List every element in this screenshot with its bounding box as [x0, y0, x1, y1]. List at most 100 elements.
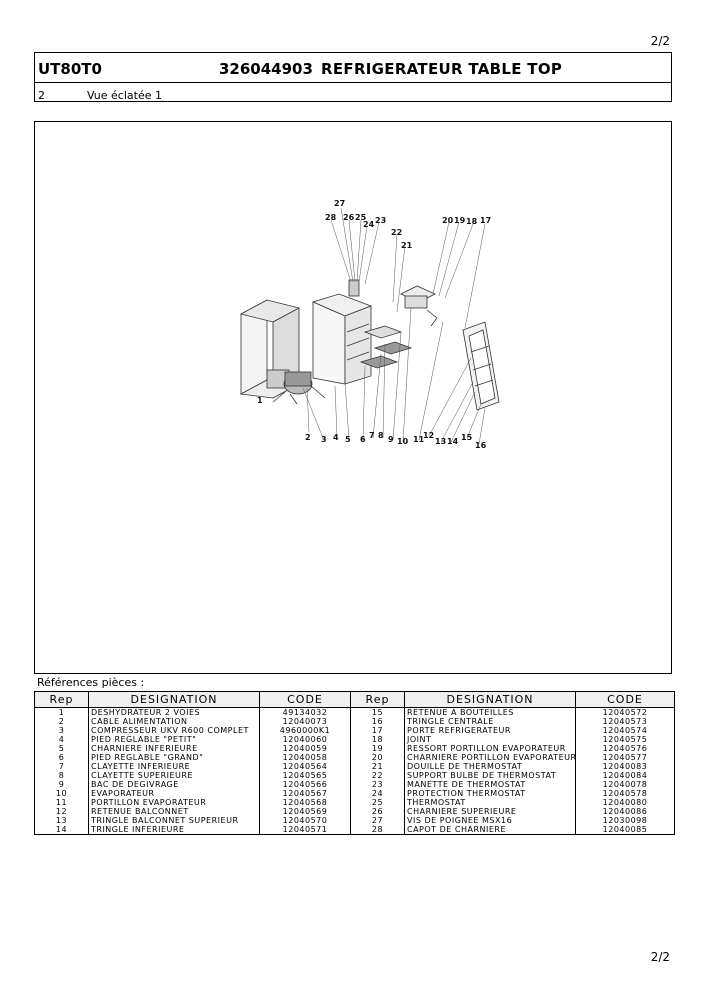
cell-designation: TRINGLE BALCONNET SUPERIEUR [88, 816, 260, 825]
cell-rep: 14 [34, 825, 89, 835]
cell-code: 12040078 [575, 780, 675, 789]
cell-code: 12040577 [575, 753, 675, 762]
col-header-code: CODE [575, 691, 675, 708]
cell-code: 12040567 [259, 789, 351, 798]
cell-code: 12040083 [575, 762, 675, 771]
exploded-view-drawing: 27 28 26 25 24 23 20 19 18 17 22 21 1 2 … [239, 199, 500, 450]
cell-code: 12040086 [575, 807, 675, 816]
callout-20: 20 [442, 216, 454, 225]
cell-designation: COMPRESSEUR UKV R600 COMPLET [88, 726, 260, 735]
cell-code: 12040060 [259, 735, 351, 744]
cell-code: 49134032 [259, 707, 351, 717]
cell-designation: THERMOSTAT [404, 798, 576, 807]
view-name: Vue éclatée 1 [87, 89, 162, 102]
callout-7: 7 [369, 431, 375, 440]
callout-3: 3 [321, 435, 327, 444]
cell-code: 12040569 [259, 807, 351, 816]
cell-rep: 16 [350, 717, 405, 726]
cell-code: 12040084 [575, 771, 675, 780]
cell-designation: CHARNIERE SUPERIEURE [404, 807, 576, 816]
cell-designation: CLAYETTE INFERIEURE [88, 762, 260, 771]
cell-code: 12040080 [575, 798, 675, 807]
cell-designation: BAC DE DEGIVRAGE [88, 780, 260, 789]
cell-rep: 2 [34, 717, 89, 726]
cell-rep: 17 [350, 726, 405, 735]
cell-rep: 1 [34, 707, 89, 717]
callout-22: 22 [391, 228, 402, 237]
cell-rep: 22 [350, 771, 405, 780]
callout-labels: 27 28 26 25 24 23 20 19 18 17 22 21 1 2 … [257, 199, 491, 450]
callout-11: 11 [413, 435, 425, 444]
cell-designation: SUPPORT BULBE DE THERMOSTAT [404, 771, 576, 780]
col-header-code: CODE [259, 691, 351, 708]
callout-19: 19 [454, 216, 466, 225]
callout-13: 13 [435, 437, 446, 446]
cell-code: 12040571 [259, 825, 351, 835]
cell-rep: 11 [34, 798, 89, 807]
callout-4: 4 [333, 433, 339, 442]
cell-rep: 7 [34, 762, 89, 771]
callout-6: 6 [360, 435, 366, 444]
cell-designation: CHARNIERE INFERIEURE [88, 744, 260, 753]
cell-designation: PIED REGLABLE "PETIT" [88, 735, 260, 744]
callout-18: 18 [466, 217, 478, 226]
callout-23: 23 [375, 216, 386, 225]
cell-designation: JOINT [404, 735, 576, 744]
cell-designation: PORTILLON EVAPORATEUR [88, 798, 260, 807]
cell-rep: 20 [350, 753, 405, 762]
callout-12: 12 [423, 431, 434, 440]
leader-lines [302, 207, 486, 445]
cell-rep: 26 [350, 807, 405, 816]
callout-1: 1 [257, 396, 263, 405]
document-header: UT80T0 326044903 REFRIGERATEUR TABLE TOP… [34, 52, 672, 102]
cell-designation: CLAYETTE SUPERIEURE [88, 771, 260, 780]
cell-designation: VIS DE POIGNEE MSX16 [404, 816, 576, 825]
reference-number: 326044903 [219, 60, 313, 78]
cell-designation: DOUILLE DE THERMOSTAT [404, 762, 576, 771]
callout-25: 25 [355, 213, 367, 222]
callout-27: 27 [334, 199, 345, 208]
cell-code: 12040566 [259, 780, 351, 789]
cell-code: 12040573 [575, 717, 675, 726]
cell-code: 12040576 [575, 744, 675, 753]
cell-rep: 8 [34, 771, 89, 780]
parts-table: Rep DESIGNATION CODE Rep DESIGNATION COD… [34, 691, 675, 835]
cell-code: 12040572 [575, 707, 675, 717]
cell-designation: PORTE REFRIGERATEUR [404, 726, 576, 735]
header-title-row: UT80T0 326044903 REFRIGERATEUR TABLE TOP [35, 53, 671, 83]
page-number-bottom: 2/2 [650, 950, 670, 964]
cell-rep: 25 [350, 798, 405, 807]
callout-16: 16 [475, 441, 487, 450]
page-number-top: 2/2 [650, 34, 670, 48]
cell-code: 12040073 [259, 717, 351, 726]
cell-designation: RESSORT PORTILLON EVAPORATEUR [404, 744, 576, 753]
col-header-designation: DESIGNATION [404, 691, 576, 708]
exploded-view-diagram: 27 28 26 25 24 23 20 19 18 17 22 21 1 2 … [34, 121, 672, 674]
callout-8: 8 [378, 431, 384, 440]
view-number: 2 [38, 89, 45, 102]
cell-rep: 27 [350, 816, 405, 825]
cell-rep: 13 [34, 816, 89, 825]
callout-5: 5 [345, 435, 351, 444]
parts-section-title: Références pièces : [37, 676, 145, 689]
cell-rep: 3 [34, 726, 89, 735]
callout-9: 9 [388, 435, 394, 444]
cell-designation: TRINGLE INFERIEURE [88, 825, 260, 835]
cell-rep: 4 [34, 735, 89, 744]
cell-rep: 18 [350, 735, 405, 744]
callout-28: 28 [325, 213, 337, 222]
cell-rep: 24 [350, 789, 405, 798]
cell-designation: CABLE ALIMENTATION [88, 717, 260, 726]
